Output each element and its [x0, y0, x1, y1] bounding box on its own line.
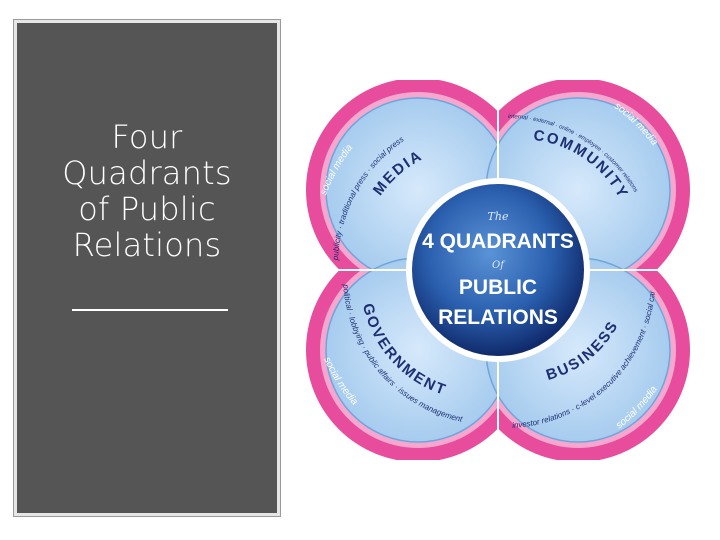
center-line-1: 4 QUADRANTS	[422, 230, 574, 253]
title-line-1: Four	[111, 118, 183, 156]
title-line-2: Quadrants	[62, 154, 232, 192]
title-panel: Four Quadrants of Public Relations	[13, 19, 281, 517]
four-quadrants-diagram: The 4 QUADRANTS Of PUBLIC RELATIONS MEDI…	[303, 80, 690, 460]
slide-title: Four Quadrants of Public Relations	[35, 119, 259, 263]
title-line-4: Relations	[72, 226, 222, 264]
center-line-2: PUBLIC	[459, 276, 537, 299]
center-line-3: RELATIONS	[438, 306, 558, 329]
title-line-3: of Public	[78, 190, 216, 228]
center-circle	[412, 184, 584, 356]
center-small-top: The	[488, 210, 509, 223]
title-underline	[72, 309, 228, 311]
center-small-mid: Of	[492, 260, 506, 271]
